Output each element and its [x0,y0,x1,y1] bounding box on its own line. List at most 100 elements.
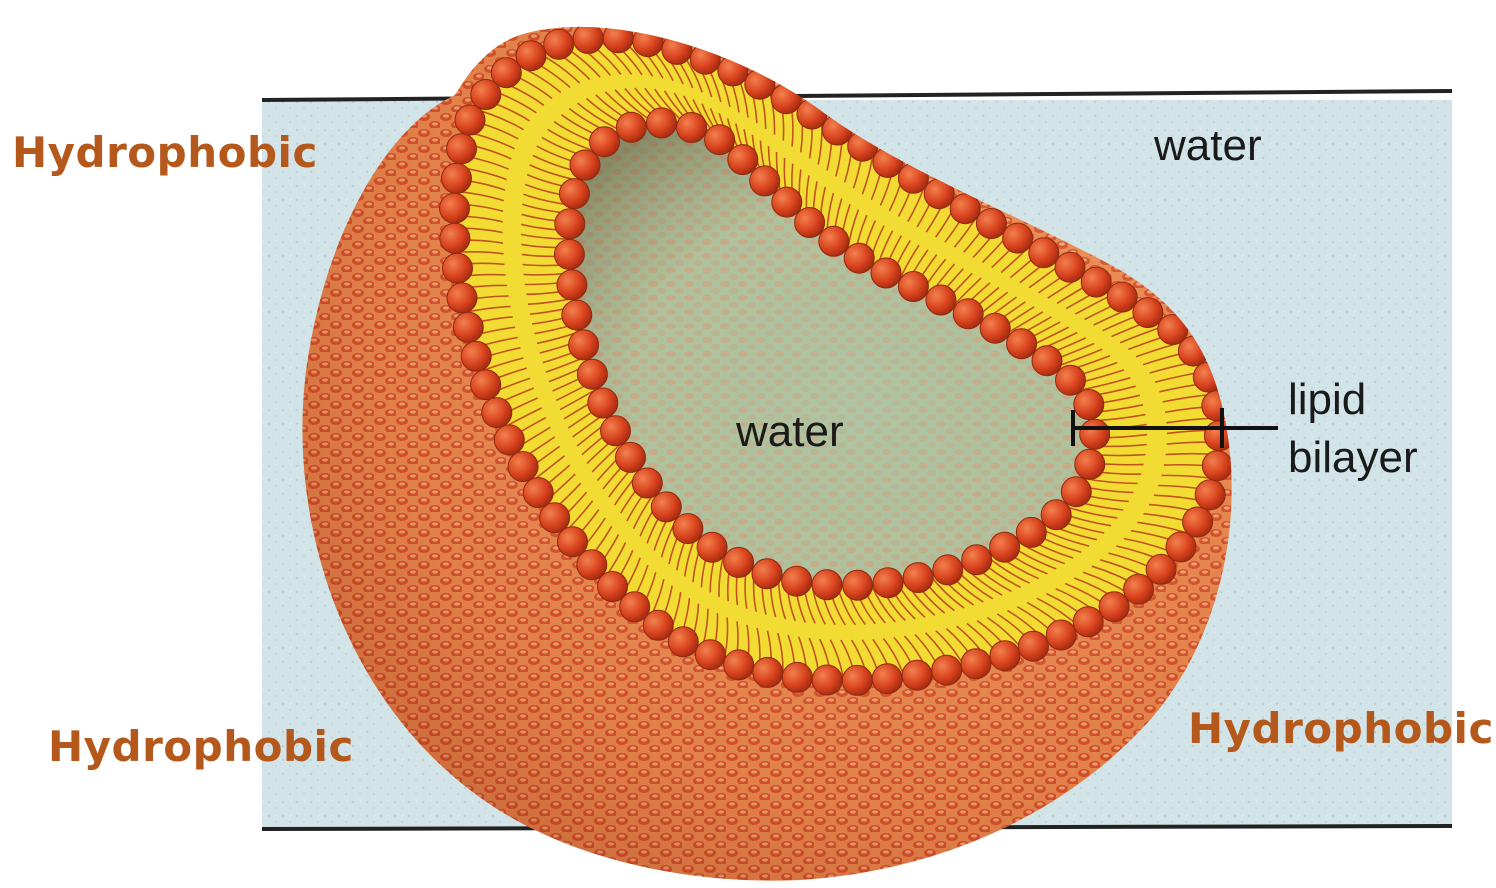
inner-lipid-head [559,179,589,209]
outer-lipid-head [902,660,932,690]
inner-lipid-head [1032,346,1062,376]
inner-lipid-head [1080,419,1110,449]
inner-lipid-head [616,112,646,142]
outer-lipid-head [718,56,748,86]
outer-lipid-head [842,665,872,695]
outer-lipid-head [668,627,698,657]
inner-lipid-head [782,566,812,596]
inner-lipid-head [795,208,825,238]
outer-lipid-head [447,134,477,164]
outer-lipid-head [1046,620,1076,650]
inner-lipid-head [772,187,802,217]
inner-lipid-head [724,547,754,577]
inner-lipid-head [953,299,983,329]
inner-lipid-head [697,532,727,562]
inner-lipid-head [590,127,620,157]
outer-lipid-head [771,84,801,114]
outer-lipid-head [1133,298,1163,328]
inner-lipid-head [843,570,873,600]
inner-lipid-head [1007,329,1037,359]
inner-lipid-head [1016,517,1046,547]
inner-lipid-head [871,258,901,288]
outer-lipid-head [1055,252,1085,282]
outer-lipid-head [745,69,775,99]
outer-lipid-head [544,29,574,59]
outer-lipid-head [990,641,1020,671]
inner-lipid-head [933,555,963,585]
inner-lipid-head [898,272,928,302]
inner-lipid-head [873,568,903,598]
water-label-inner: water [736,410,844,454]
outer-lipid-head [753,657,783,687]
inner-lipid-head [647,108,677,138]
inner-lipid-head [651,492,681,522]
inner-lipid-head [554,239,584,269]
outer-lipid-head [782,662,812,692]
outer-lipid-head [1195,480,1225,510]
outer-lipid-head [494,425,524,455]
outer-lipid-head [1166,532,1196,562]
outer-lipid-head [633,27,663,57]
inner-lipid-head [555,209,585,239]
outer-lipid-head [695,640,725,670]
outer-lipid-head [440,223,470,253]
inner-lipid-head [926,285,956,315]
water-label-outer: water [1154,124,1262,168]
outer-lipid-head [643,610,673,640]
inner-lipid-head [1075,449,1105,479]
outer-lipid-head [482,398,512,428]
inner-lipid-head [705,125,735,155]
inner-lipid-head [990,532,1020,562]
inner-lipid-head [819,226,849,256]
outer-lipid-head [1003,223,1033,253]
outer-lipid-head [453,312,483,342]
inner-lipid-head [962,545,992,575]
outer-lipid-head [1018,631,1048,661]
outer-lipid-head [724,650,754,680]
outer-lipid-head [812,665,842,695]
outer-lipid-head [442,163,472,193]
outer-lipid-head [961,649,991,679]
outer-lipid-head [932,655,962,685]
inner-lipid-head [903,563,933,593]
outer-lipid-head [1099,592,1129,622]
outer-lipid-head [690,44,720,74]
inner-lipid-head [562,300,592,330]
outer-lipid-head [455,105,485,135]
outer-lipid-head [516,41,546,71]
inner-lipid-head [1056,365,1086,395]
inner-lipid-head [673,514,703,544]
hydrophobic-label-bottom-right: Hydrophobic [1188,704,1494,753]
inner-lipid-head [728,145,758,175]
inner-lipid-head [1061,477,1091,507]
outer-lipid-head [976,209,1006,239]
inner-lipid-head [1041,500,1071,530]
inner-lipid-head [980,313,1010,343]
outer-lipid-head [573,24,603,54]
bilayer-label: bilayer [1288,436,1418,480]
inner-lipid-head [750,166,780,196]
inner-lipid-head [812,570,842,600]
inner-lipid-head [569,330,599,360]
lipid-label: lipid [1288,378,1366,422]
inner-lipid-head [557,270,587,300]
inner-lipid-head [601,416,631,446]
outer-lipid-head [471,80,501,110]
outer-lipid-head [471,370,501,400]
outer-lipid-head [1073,607,1103,637]
inner-lipid-head [577,359,607,389]
outer-lipid-head [461,341,491,371]
hydrophobic-label-bottom-left: Hydrophobic [48,722,354,771]
outer-lipid-head [1202,451,1232,481]
outer-lipid-head [1029,238,1059,268]
outer-lipid-head [443,253,473,283]
inner-lipid-head [752,559,782,589]
outer-lipid-head [603,23,633,53]
outer-lipid-head [1081,267,1111,297]
inner-lipid-head [632,468,662,498]
outer-lipid-head [447,283,477,313]
inner-lipid-head [677,113,707,143]
inner-lipid-head [844,243,874,273]
outer-lipid-head [872,664,902,694]
inner-lipid-head [588,388,618,418]
